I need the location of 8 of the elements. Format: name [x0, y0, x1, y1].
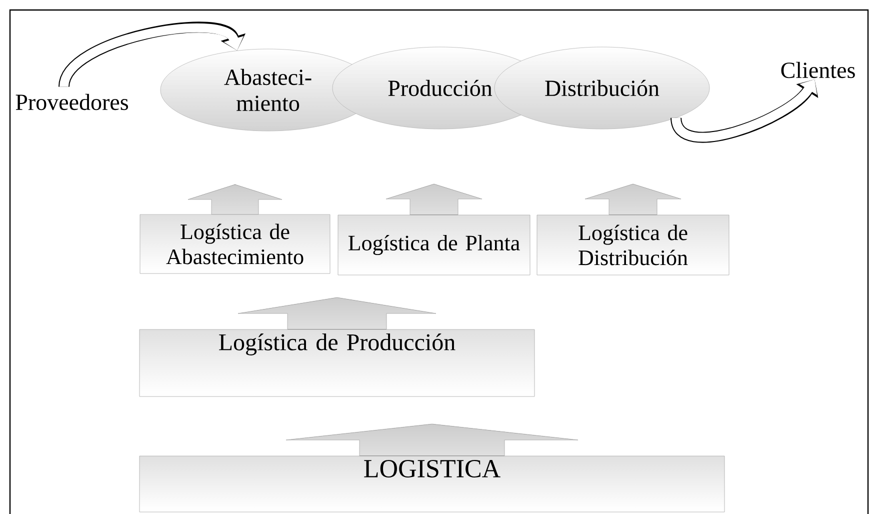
up-arrow-box: Logística de Distribución	[536, 184, 730, 276]
label-text: Proveedores	[16, 94, 128, 110]
curved-arrow	[58, 22, 246, 88]
up-arrow-box: Logística de Producción	[139, 297, 535, 397]
up-arrow-box: LOGISTICA	[139, 424, 725, 512]
up-arrow-box: Logística de Planta	[338, 184, 530, 276]
label-text: Clientes	[781, 62, 855, 78]
up-arrow-box: Logística de Abastecimiento	[140, 184, 330, 274]
